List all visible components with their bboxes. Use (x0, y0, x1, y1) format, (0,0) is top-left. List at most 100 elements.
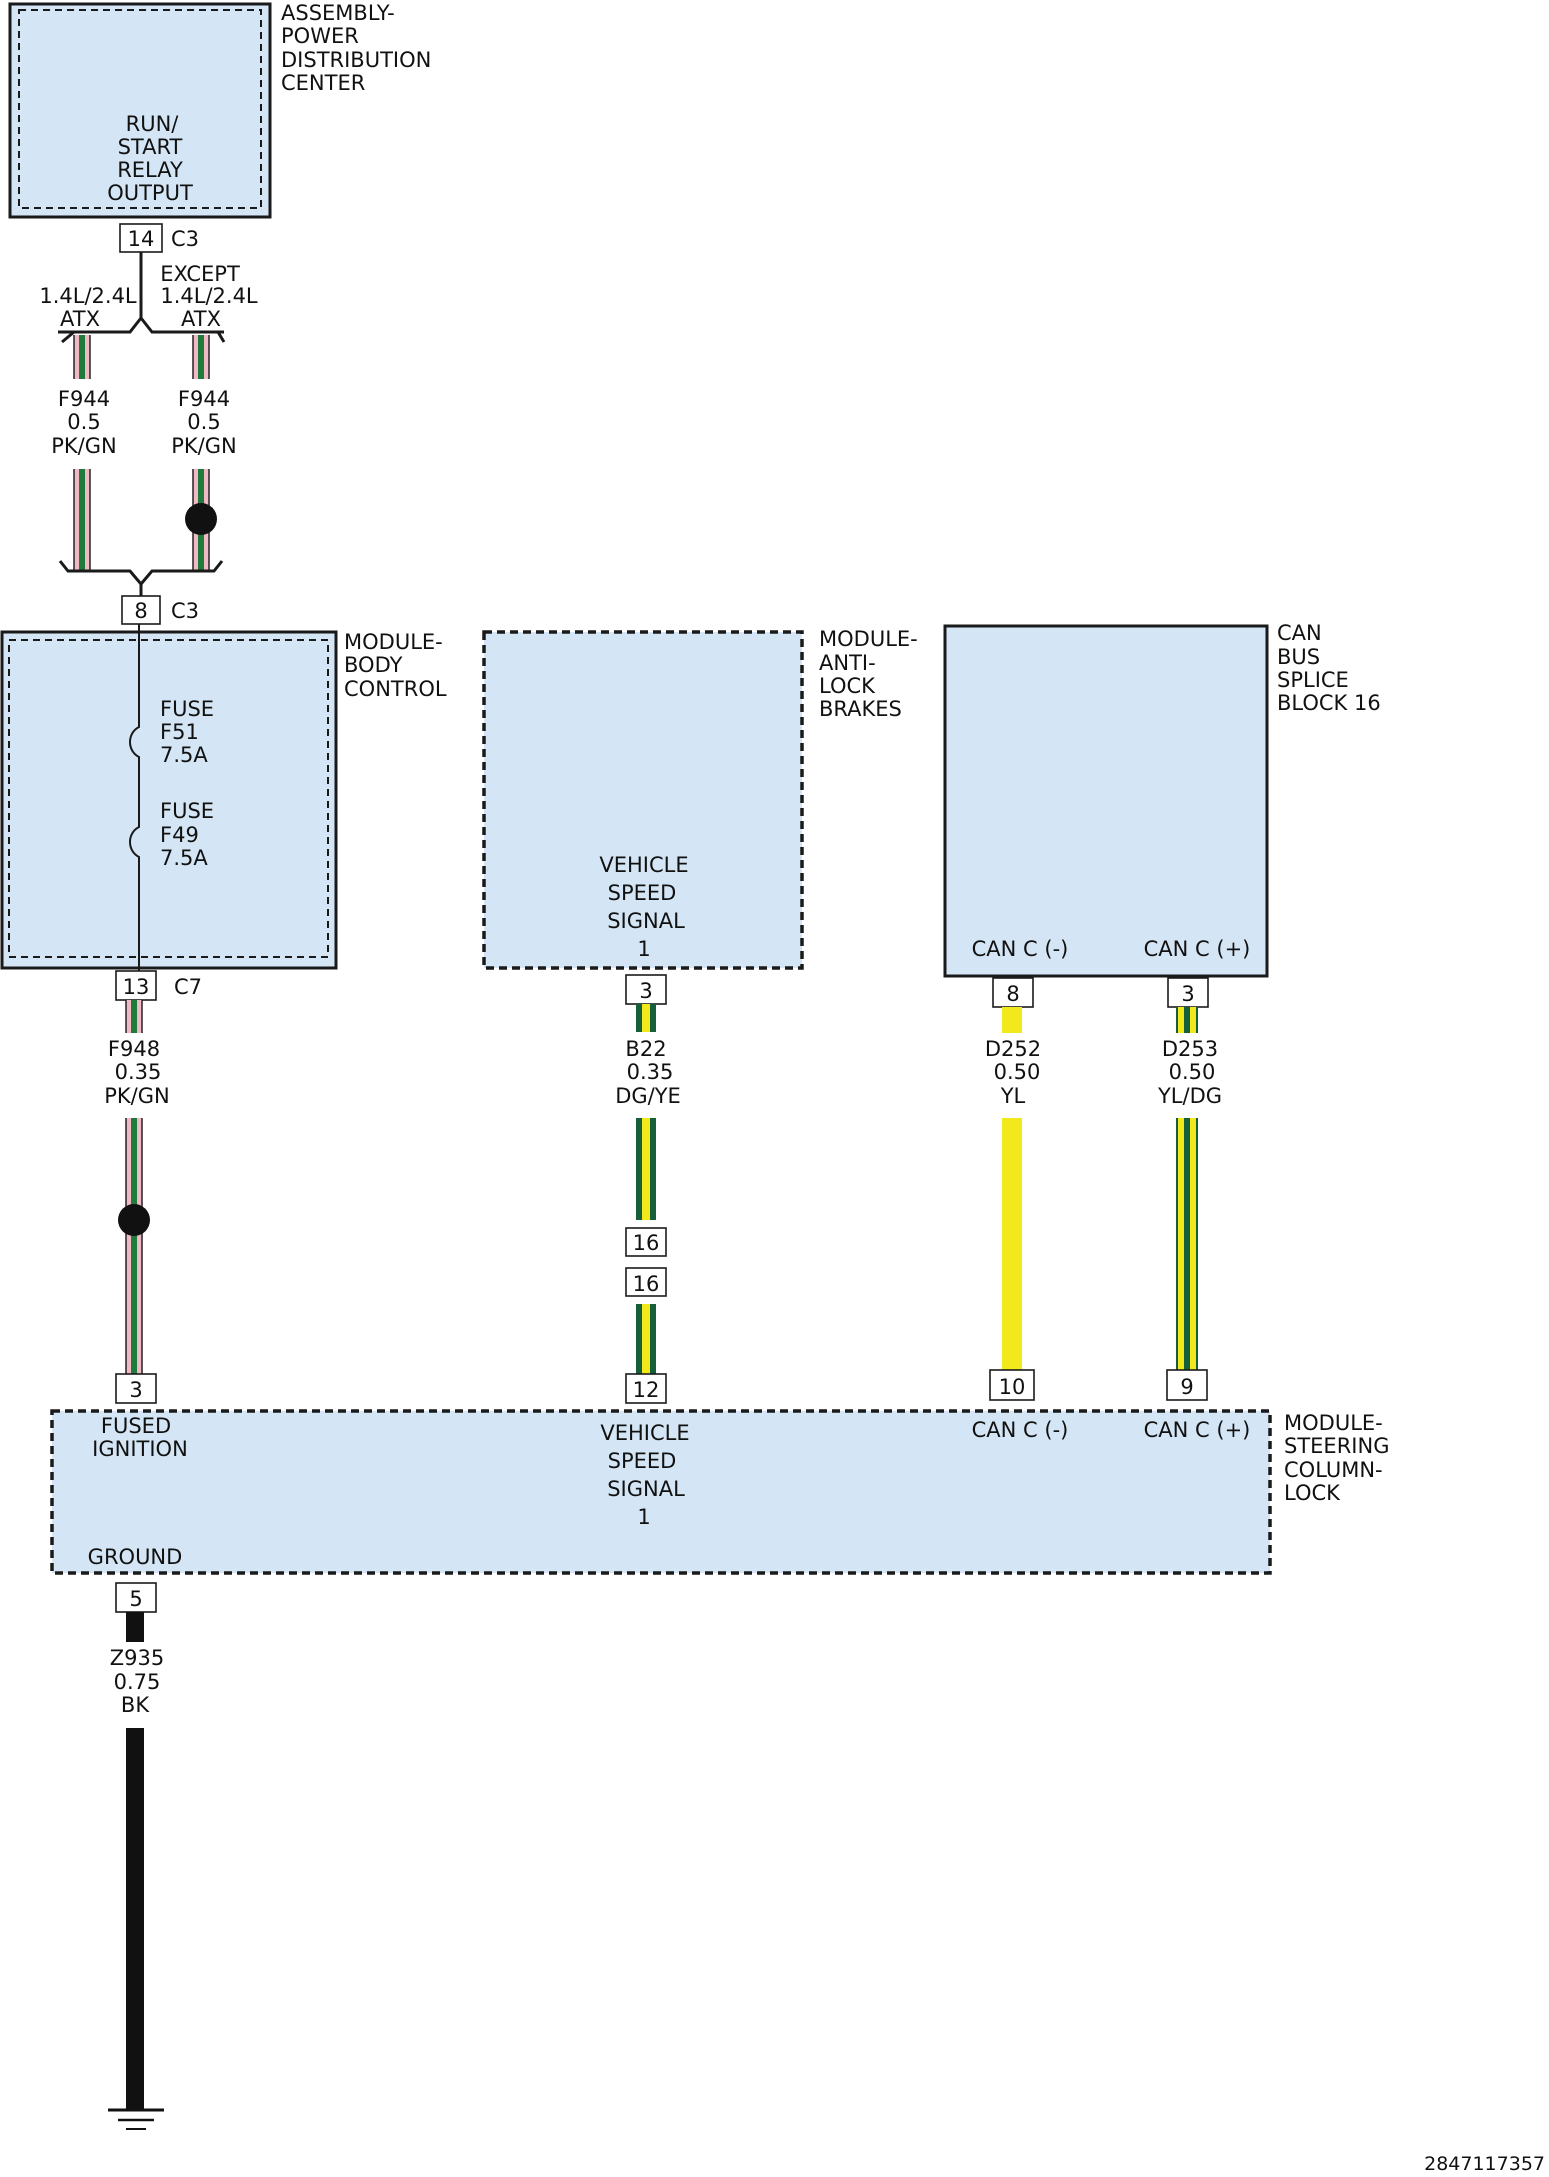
f948-size: 0.35 (115, 1060, 162, 1084)
sccm-pin-ground-label: 5 (129, 1587, 142, 1611)
abs-signal-line-3: SIGNAL (607, 909, 685, 933)
f948-circuit: F948 (108, 1037, 160, 1061)
sccm-ground-label: GROUND (88, 1545, 183, 1569)
body-control-module[interactable] (0, 630, 338, 970)
pdc-connector-label: C3 (171, 227, 199, 251)
sccm-neg-label: CAN C (-) (972, 1418, 1069, 1442)
z935-size: 0.75 (114, 1670, 161, 1694)
anti-lock-brakes-module[interactable] (482, 630, 804, 970)
pdc-split-left-drop (61, 330, 226, 344)
b22-circuit: B22 (625, 1037, 666, 1061)
sccm-signal-line-2: SPEED (608, 1449, 677, 1473)
sccm-fused-line-1: FUSED (101, 1414, 171, 1438)
pdc-pin-14[interactable]: 14 (119, 223, 163, 253)
can-pos-pin-label: 3 (1181, 982, 1194, 1006)
can-pin-3[interactable]: 3 (1167, 977, 1209, 1008)
bcm-name-line-1: MODULE- (344, 630, 443, 654)
pdc-internal-line-4: OUTPUT (107, 181, 193, 205)
f944-left-circuit: F944 (58, 387, 110, 411)
sccm-pin-12[interactable]: 12 (625, 1373, 667, 1404)
d253-size: 0.50 (1169, 1060, 1216, 1084)
sccm-pin-9[interactable]: 9 (1166, 1369, 1208, 1401)
d253-circuit: D253 (1162, 1037, 1218, 1061)
pin-13-c7[interactable]: 13 (115, 970, 157, 1001)
wire-z935[interactable] (126, 1612, 144, 2110)
can-neg-pin-label: 8 (1006, 982, 1019, 1006)
can-bus-splice-block[interactable] (943, 624, 1269, 978)
z935-circuit: Z935 (110, 1646, 164, 1670)
pdc-internal-line-2: START (118, 135, 183, 159)
pdc-name-line-1: ASSEMBLY- (281, 1, 395, 25)
wire-b22[interactable] (636, 1004, 656, 1374)
abs-name-line-4: BRAKES (819, 697, 902, 721)
pdc-internal-line-3: RELAY (117, 158, 183, 182)
power-distribution-center[interactable]: ASSEMBLY- POWER DISTRIBUTION CENTER RUN/… (8, 1, 431, 219)
d252-color: YL (1000, 1084, 1026, 1108)
fuse-f51-line-1: FUSE (160, 697, 214, 721)
pin-8-c3[interactable]: 8 (121, 595, 161, 625)
sccm-pin-pos-label: 9 (1180, 1375, 1193, 1399)
branch-left-line-2: ATX (60, 307, 100, 331)
abs-signal-line-2: SPEED (608, 881, 677, 905)
ground-symbol-icon (108, 2108, 164, 2130)
bcm-in-connector-label: C3 (171, 599, 199, 623)
fuse-f49-line-3: 7.5A (160, 846, 208, 870)
bcm-out-pin-label: 13 (123, 975, 150, 999)
fuse-f51-line-3: 7.5A (160, 743, 208, 767)
bcm-name-line-3: CONTROL (344, 677, 447, 701)
can-name-line-1: CAN (1277, 621, 1322, 645)
wire-f948[interactable] (125, 1000, 143, 1374)
sccm-signal-line-4: 1 (637, 1505, 650, 1529)
sccm-pin-signal-label: 12 (633, 1378, 660, 1402)
fuse-f49-line-2: F49 (160, 823, 199, 847)
splice-dot-f944 (185, 503, 217, 535)
f944-right-color: PK/GN (171, 434, 237, 458)
bcm-out-connector-label: C7 (174, 975, 202, 999)
bcm-in-pin-label: 8 (134, 599, 147, 623)
bcm-name-line-2: BODY (344, 653, 403, 677)
can-pin-8[interactable]: 8 (992, 977, 1034, 1008)
can-name-line-2: BUS (1277, 645, 1320, 669)
d252-size: 0.50 (994, 1060, 1041, 1084)
abs-name-line-2: ANTI- (819, 651, 876, 675)
f944-right-circuit: F944 (178, 387, 230, 411)
sccm-name-line-1: MODULE- (1284, 1411, 1383, 1435)
d252-circuit: D252 (985, 1037, 1041, 1061)
wire-d253[interactable] (1176, 1007, 1198, 1370)
diagram-id: 2847117357 (1424, 2153, 1545, 2175)
sccm-pos-label: CAN C (+) (1144, 1418, 1251, 1442)
b22-size: 0.35 (627, 1060, 674, 1084)
f944-left-color: PK/GN (51, 434, 117, 458)
f944-right-size: 0.5 (187, 410, 220, 434)
sccm-fused-line-2: IGNITION (92, 1437, 188, 1461)
d253-color: YL/DG (1157, 1084, 1222, 1108)
pdc-internal-line-1: RUN/ (126, 112, 180, 136)
pdc-name-line-3: DISTRIBUTION (281, 48, 431, 72)
abs-name-line-1: MODULE- (819, 627, 918, 651)
wire-f944-left[interactable] (73, 335, 91, 571)
sccm-pin-3[interactable]: 3 (115, 1373, 157, 1404)
fuse-f49-line-1: FUSE (160, 799, 214, 823)
inline-connector-16[interactable]: 16 16 (625, 1227, 667, 1297)
sccm-pin-10[interactable]: 10 (989, 1369, 1035, 1401)
f944-left-size: 0.5 (67, 410, 100, 434)
steering-column-lock-module[interactable] (50, 1409, 1272, 1575)
sccm-pin-fused-label: 3 (129, 1378, 142, 1402)
sccm-pin-5[interactable]: 5 (115, 1582, 157, 1613)
splice-dot-f948 (118, 1204, 150, 1236)
pdc-name-line-4: CENTER (281, 71, 365, 95)
branch-right-line-3: ATX (181, 307, 221, 331)
inline-top-pin-label: 16 (633, 1231, 660, 1255)
b22-color: DG/YE (615, 1084, 681, 1108)
can-name-line-3: SPLICE (1277, 668, 1349, 692)
abs-pin-3[interactable]: 3 (625, 974, 667, 1005)
abs-pin-label: 3 (639, 979, 652, 1003)
f948-color: PK/GN (104, 1084, 170, 1108)
wire-d252[interactable] (1002, 1007, 1022, 1370)
sccm-name-line-2: STEERING (1284, 1434, 1389, 1458)
z935-color: BK (121, 1693, 150, 1717)
abs-name-line-3: LOCK (819, 674, 876, 698)
inline-bottom-pin-label: 16 (633, 1272, 660, 1296)
pdc-pin-label: 14 (128, 227, 155, 251)
